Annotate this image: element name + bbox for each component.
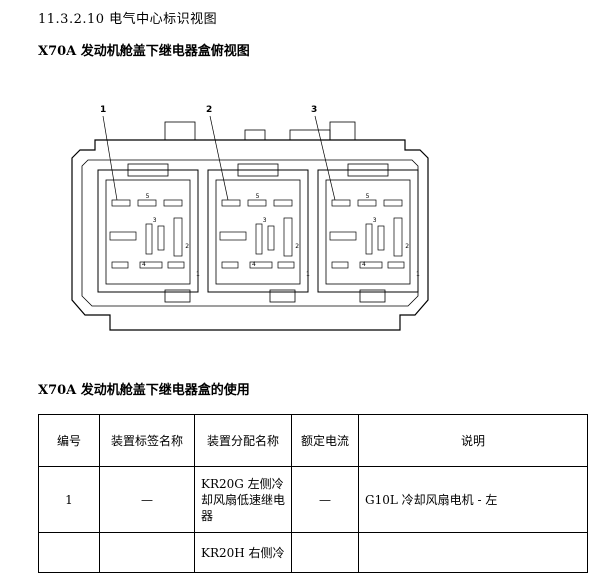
cell-rated-current — [291, 532, 359, 573]
cell-number — [38, 532, 100, 573]
pin-label: 1 — [416, 271, 420, 278]
cell-description — [358, 532, 588, 573]
pin-label: 3 — [373, 217, 377, 224]
pin-label: 2 — [295, 243, 299, 250]
housing-inner — [81, 159, 419, 307]
pin-label: 1 — [196, 271, 200, 278]
diagram-title: X70A 发动机舱盖下继电器盒俯视图 — [38, 44, 250, 59]
bottom-tab — [269, 289, 296, 303]
section-heading: 11.3.2.10 电气中心标识视图 — [38, 12, 218, 27]
cell-rated-current: — — [291, 466, 359, 533]
cell-assigned-name: KR20G 左侧冷却风扇低速继电器 — [194, 466, 292, 533]
callout-leader-1 — [102, 115, 118, 201]
cell-description: G10L 冷却风扇电机 - 左 — [358, 466, 588, 533]
col-header-description: 说明 — [358, 414, 588, 467]
relay-socket-2: 5 3 2 1 4 — [207, 163, 310, 293]
pin-label: 2 — [185, 243, 189, 250]
cell-assigned-name: KR20H 右侧冷 — [194, 532, 292, 573]
relay-usage-table: 编号 装置标签名称 装置分配名称 额定电流 说明 1 — KR20G 左侧冷却风… — [38, 414, 588, 573]
col-header-label-name: 装置标签名称 — [99, 414, 195, 467]
pin-label: 2 — [405, 243, 409, 250]
callout-2: 2 — [206, 105, 212, 115]
pin-label: 4 — [252, 261, 256, 268]
col-header-rated-current: 额定电流 — [291, 414, 359, 467]
col-header-assigned-name: 装置分配名称 — [194, 414, 292, 467]
top-latch — [164, 121, 196, 141]
cell-number: 1 — [38, 466, 100, 533]
table-title: X70A 发动机舱盖下继电器盒的使用 — [38, 383, 250, 398]
housing-outline — [71, 139, 429, 331]
top-latch — [244, 129, 266, 141]
relay-box-drawing: 5 3 2 1 4 5 3 2 1 4 5 3 2 1 4 1 2 3 — [71, 105, 429, 331]
top-latch — [329, 121, 356, 141]
callout-3: 3 — [311, 105, 317, 115]
pin-label: 3 — [263, 217, 267, 224]
relay-box-diagram: 5 3 2 1 4 5 3 2 1 4 5 3 2 1 4 1 2 3 — [60, 100, 440, 340]
table-row: 1 — KR20G 左侧冷却风扇低速继电器 — G10L 冷却风扇电机 - 左 — [38, 466, 588, 533]
pin-label: 5 — [256, 193, 260, 200]
bottom-tab — [164, 289, 191, 303]
callout-leader-2 — [209, 115, 229, 201]
pin-label: 3 — [153, 217, 157, 224]
relay-socket-1: 5 3 2 1 4 — [97, 163, 200, 293]
pin-label: 4 — [362, 261, 366, 268]
callout-leader-3 — [314, 115, 336, 201]
col-header-number: 编号 — [38, 414, 100, 467]
pin-label: 4 — [142, 261, 146, 268]
table-header-row: 编号 装置标签名称 装置分配名称 额定电流 说明 — [38, 414, 588, 467]
bottom-tab — [359, 289, 386, 303]
cell-label-name: — — [99, 466, 195, 533]
pin-label: 1 — [306, 271, 310, 278]
relay-socket-3: 5 3 2 1 4 — [317, 163, 420, 293]
callout-1: 1 — [100, 105, 106, 115]
top-latch — [289, 129, 331, 141]
cell-label-name — [99, 532, 195, 573]
pin-label: 5 — [366, 193, 370, 200]
table-row: KR20H 右侧冷 — [38, 532, 588, 573]
pin-label: 5 — [146, 193, 150, 200]
